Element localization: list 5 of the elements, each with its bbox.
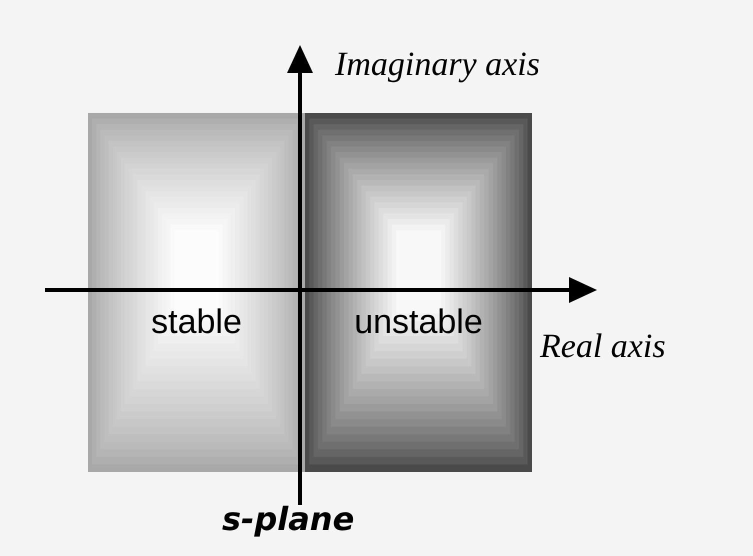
region-label: unstable (353, 303, 484, 342)
axis-label: Imaginary axis (335, 46, 540, 84)
plane-label: s-plane (222, 500, 354, 538)
axis-label: Real axis (540, 328, 666, 366)
region-label: stable (150, 303, 243, 342)
